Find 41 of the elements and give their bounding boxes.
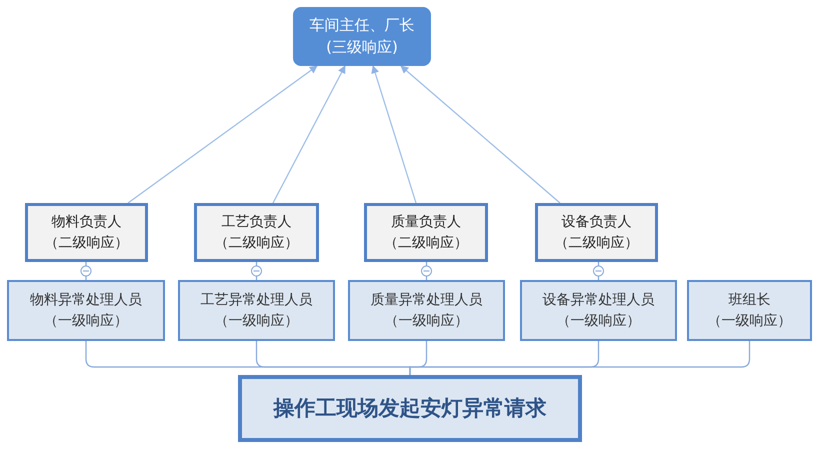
- role-label: 质量异常处理人员: [370, 291, 482, 310]
- response-level-label: （二级响应）: [384, 234, 468, 252]
- role-label: 工艺负责人: [222, 213, 292, 232]
- arrow: [371, 65, 417, 204]
- role-label: 质量负责人: [391, 213, 461, 232]
- arrow: [272, 65, 346, 204]
- supervisor-box: [364, 203, 488, 262]
- role-label: 物料异常处理人员: [30, 291, 142, 310]
- connector-line: [256, 262, 258, 280]
- supervisor-box: [535, 203, 658, 262]
- role-label: 物料负责人: [52, 213, 122, 232]
- response-level-label: (三级响应): [326, 36, 398, 58]
- handler-box: [178, 280, 335, 341]
- response-level-label: （二级响应）: [214, 234, 298, 252]
- handler-box: [687, 280, 812, 341]
- manager-box: [293, 7, 431, 66]
- response-level-label: （一级响应）: [384, 312, 468, 330]
- response-level-label: （一级响应）: [44, 312, 128, 330]
- role-label: 班组长: [728, 291, 770, 310]
- role-label: 工艺异常处理人员: [200, 291, 312, 310]
- response-level-label: （一级响应）: [708, 312, 792, 330]
- role-label: 设备负责人: [562, 213, 632, 232]
- arrow: [128, 66, 318, 204]
- connector-line: [598, 262, 600, 280]
- handler-box: [7, 280, 165, 341]
- handler-box: [520, 280, 677, 341]
- connector-line: [426, 262, 428, 280]
- connector-line: [409, 341, 750, 375]
- response-level-label: （一级响应）: [214, 312, 298, 330]
- response-level-label: （二级响应）: [44, 234, 128, 252]
- role-label: 设备异常处理人员: [542, 291, 654, 310]
- response-level-label: （一级响应）: [556, 312, 640, 330]
- handler-box: [348, 280, 505, 341]
- connector-line: [85, 262, 87, 280]
- arrow: [400, 65, 560, 204]
- supervisor-box: [194, 203, 319, 262]
- supervisor-box: [25, 203, 148, 262]
- response-level-label: （二级响应）: [554, 234, 638, 252]
- role-label: 操作工现场发起安灯异常请求: [274, 395, 546, 422]
- request-box: [238, 375, 582, 442]
- role-label: 车间主任、厂长: [310, 14, 414, 36]
